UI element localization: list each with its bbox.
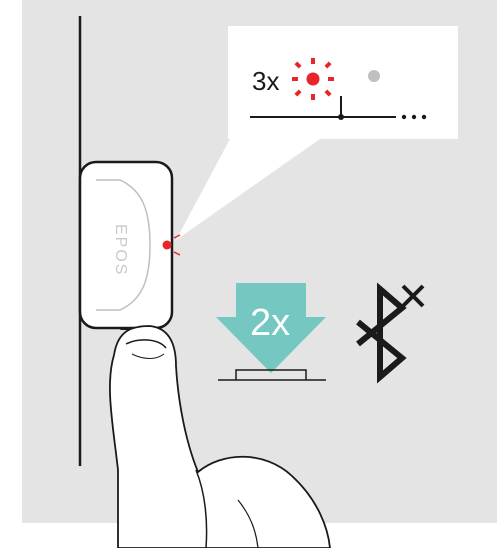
led-callout: 3x <box>176 26 458 240</box>
press-count-label: 2x <box>250 302 290 344</box>
bluetooth-disconnected-icon <box>358 286 423 377</box>
finger-illustration <box>110 326 330 548</box>
device-brand-logo: EPOS <box>112 224 129 276</box>
press-down-arrow-icon: 2x <box>216 283 326 373</box>
headset-device: EPOS <box>80 162 180 329</box>
led-off-icon <box>368 70 380 82</box>
blink-count-label: 3x <box>252 66 279 96</box>
